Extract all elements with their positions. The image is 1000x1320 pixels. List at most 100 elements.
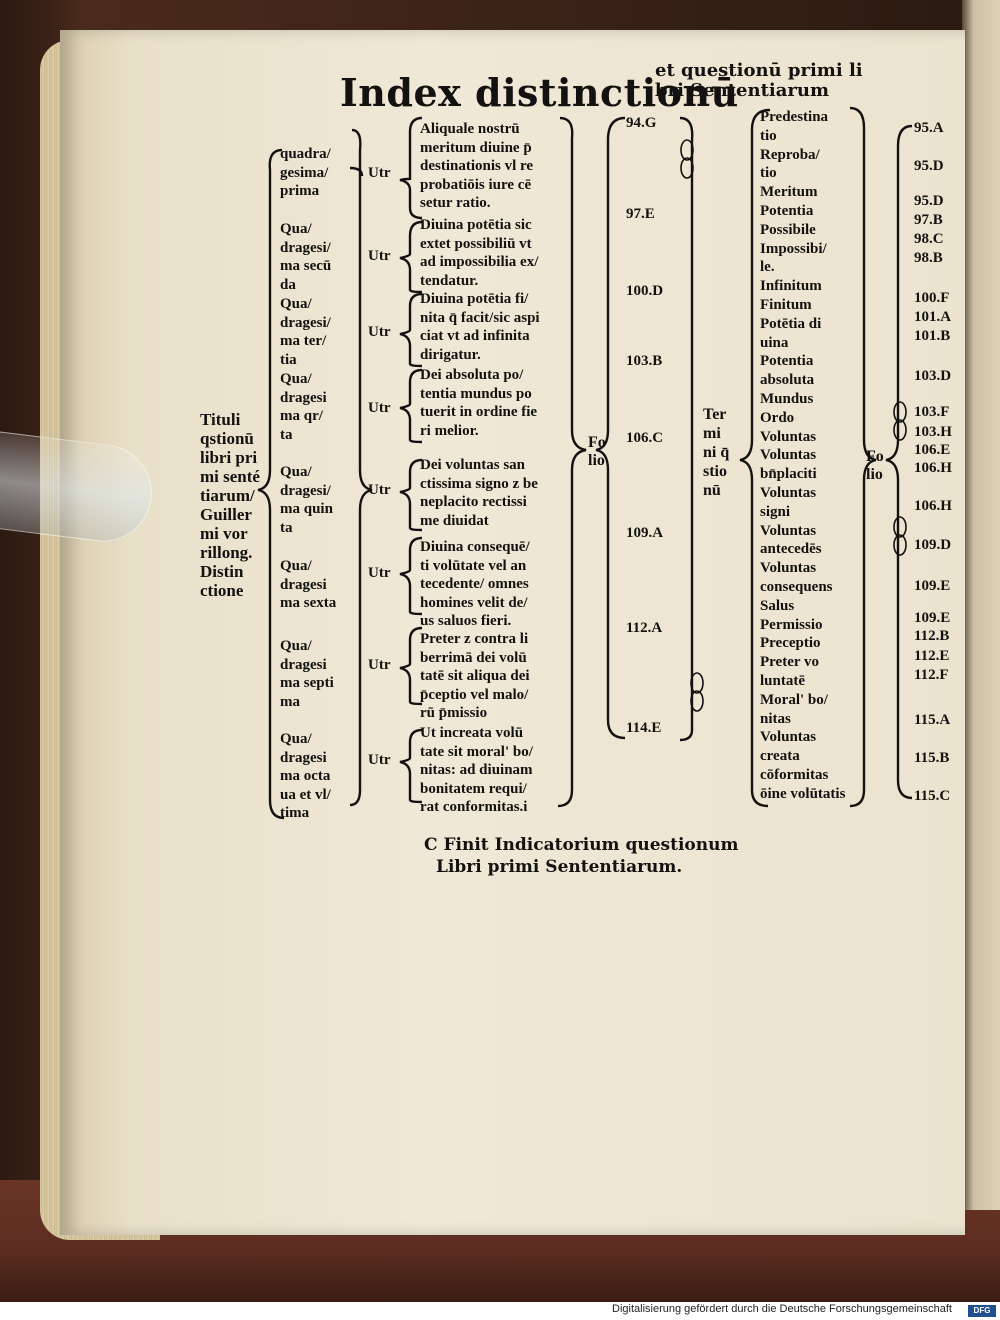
question-line: neplacito rectissi <box>420 494 527 510</box>
question-line: nitas: ad diuinam <box>420 762 533 778</box>
term-line: Voluntas <box>760 522 817 539</box>
distinction-line: ta <box>280 426 293 443</box>
folio-number: 115.C <box>914 788 951 804</box>
distinction-line: ta <box>280 519 293 536</box>
question-line: ciat vt ad infinita <box>420 328 530 344</box>
question-line: rat conformitas.i <box>420 799 528 815</box>
term-line: tio <box>760 165 777 182</box>
folio-number: 98.C <box>914 231 944 247</box>
folio-label-right: Fo lio <box>866 448 884 484</box>
titulus-line: tiarum/ <box>200 486 255 505</box>
term-line: nitas <box>760 710 791 727</box>
distinction-line: dragesi <box>280 576 327 593</box>
question-line: me diuidat <box>420 512 489 529</box>
question-line: ri melior. <box>420 422 479 439</box>
term-line: creata <box>760 748 800 765</box>
question-line: homines velit de/ <box>420 594 528 611</box>
question-line: tendatur. <box>420 272 479 289</box>
distinction-entry: Qua/dragesi ma qr/ta <box>280 370 362 444</box>
utrum-label: Utr <box>368 657 391 673</box>
folio-number: 106.E <box>914 442 951 458</box>
term-line: Voluntas <box>760 447 817 464</box>
distinction-line: tima <box>280 805 310 821</box>
facing-page-edge <box>962 0 1000 1210</box>
folio-number: 109.D <box>914 537 952 553</box>
question-line: tate sit moral' bo/ <box>420 743 533 760</box>
folio-number: 101.B <box>914 328 951 344</box>
utrum-label: Utr <box>368 248 391 264</box>
folio-label-right-line-2: lio <box>866 466 883 483</box>
folio-number: 112.A <box>626 620 663 636</box>
term-line: absoluta <box>760 372 815 389</box>
term-line: Voluntas <box>760 729 817 746</box>
question-line: Diuina potētia fi/ <box>420 291 529 307</box>
termini-line: mi <box>703 425 721 442</box>
utrum-label: Utr <box>368 324 391 340</box>
term-line: tio <box>760 127 777 144</box>
question-line: bonitatem requi/ <box>420 780 527 797</box>
folio-number: 109.E <box>914 578 951 594</box>
footer-credit: Digitalisierung gefördert durch die Deut… <box>612 1303 952 1315</box>
term-line: consequens <box>760 578 833 595</box>
distinction-line: ua et vl/ <box>280 786 331 803</box>
folio-number: 112.E <box>914 648 950 664</box>
termini-line: nū <box>703 482 721 499</box>
titulus-line: ctione <box>200 581 244 600</box>
term-line: Permissio <box>760 616 823 633</box>
term-line: bn̄placiti <box>760 466 817 483</box>
folio-number: 97.E <box>626 206 655 222</box>
question-line: ti volūtate vel an <box>420 557 527 574</box>
utrum-label: Utr <box>368 482 391 498</box>
folio-number: 115.A <box>914 712 951 728</box>
folio-label-left: Fo lio <box>588 434 606 470</box>
book-page <box>60 30 965 1235</box>
question-line: nita q̄ facit/sic aspi <box>420 309 540 326</box>
distinction-line: dragesi <box>280 389 327 406</box>
term-line: Reproba/ <box>760 146 820 163</box>
term-line: Salus <box>760 597 795 614</box>
folio-number: 114.E <box>626 720 662 736</box>
folio-number: 112.B <box>914 628 950 644</box>
titulus-line: rillong. <box>200 543 253 562</box>
titulus-line: Tituli <box>200 410 241 429</box>
term-line: Possibile <box>760 221 816 238</box>
term-line: Predestina <box>760 109 829 125</box>
titulus-line: libri pri <box>200 448 258 467</box>
term-line: Voluntas <box>760 428 817 445</box>
distinction-line: ma quin <box>280 501 333 517</box>
folio-number: 98.B <box>914 250 943 266</box>
folio-number: 103.D <box>914 368 952 384</box>
folio-number: 101.A <box>914 309 952 325</box>
folio-number: 95.A <box>914 120 944 136</box>
distinction-line: ma qr/ <box>280 408 323 424</box>
question-entry: Diuina potētia fi/nita q̄ facit/sic aspi… <box>420 290 572 364</box>
term-line: signi <box>760 503 791 520</box>
term-line: ōine volūtatis <box>760 785 846 802</box>
distinction-line: Qua/ <box>280 371 312 387</box>
question-line: tecedente/ omnes <box>420 576 529 592</box>
term-line: cōformitas <box>760 766 829 783</box>
titulus-line: Distin <box>200 562 244 581</box>
question-line: setur ratio. <box>420 195 491 211</box>
term-line: Potentia <box>760 353 814 370</box>
question-line: dirigatur. <box>420 346 481 363</box>
folio-number: 109.E <box>914 610 951 626</box>
distinction-line: Qua/ <box>280 464 312 480</box>
titulus-line: mi senté <box>200 467 260 486</box>
term-line: Preceptio <box>760 635 821 652</box>
distinction-line: gesima/ <box>280 164 329 181</box>
question-line: tentia mundus po <box>420 385 532 402</box>
folio-number: 103.B <box>626 353 663 369</box>
page-title: Index distinctionū <box>340 70 739 115</box>
folio-label-left-line-2: lio <box>588 452 605 469</box>
colophon-line-2: Libri primi Sententiarum. <box>436 857 683 877</box>
distinction-line: ma ter/ <box>280 333 327 349</box>
question-line: Dei voluntas san <box>420 457 526 473</box>
